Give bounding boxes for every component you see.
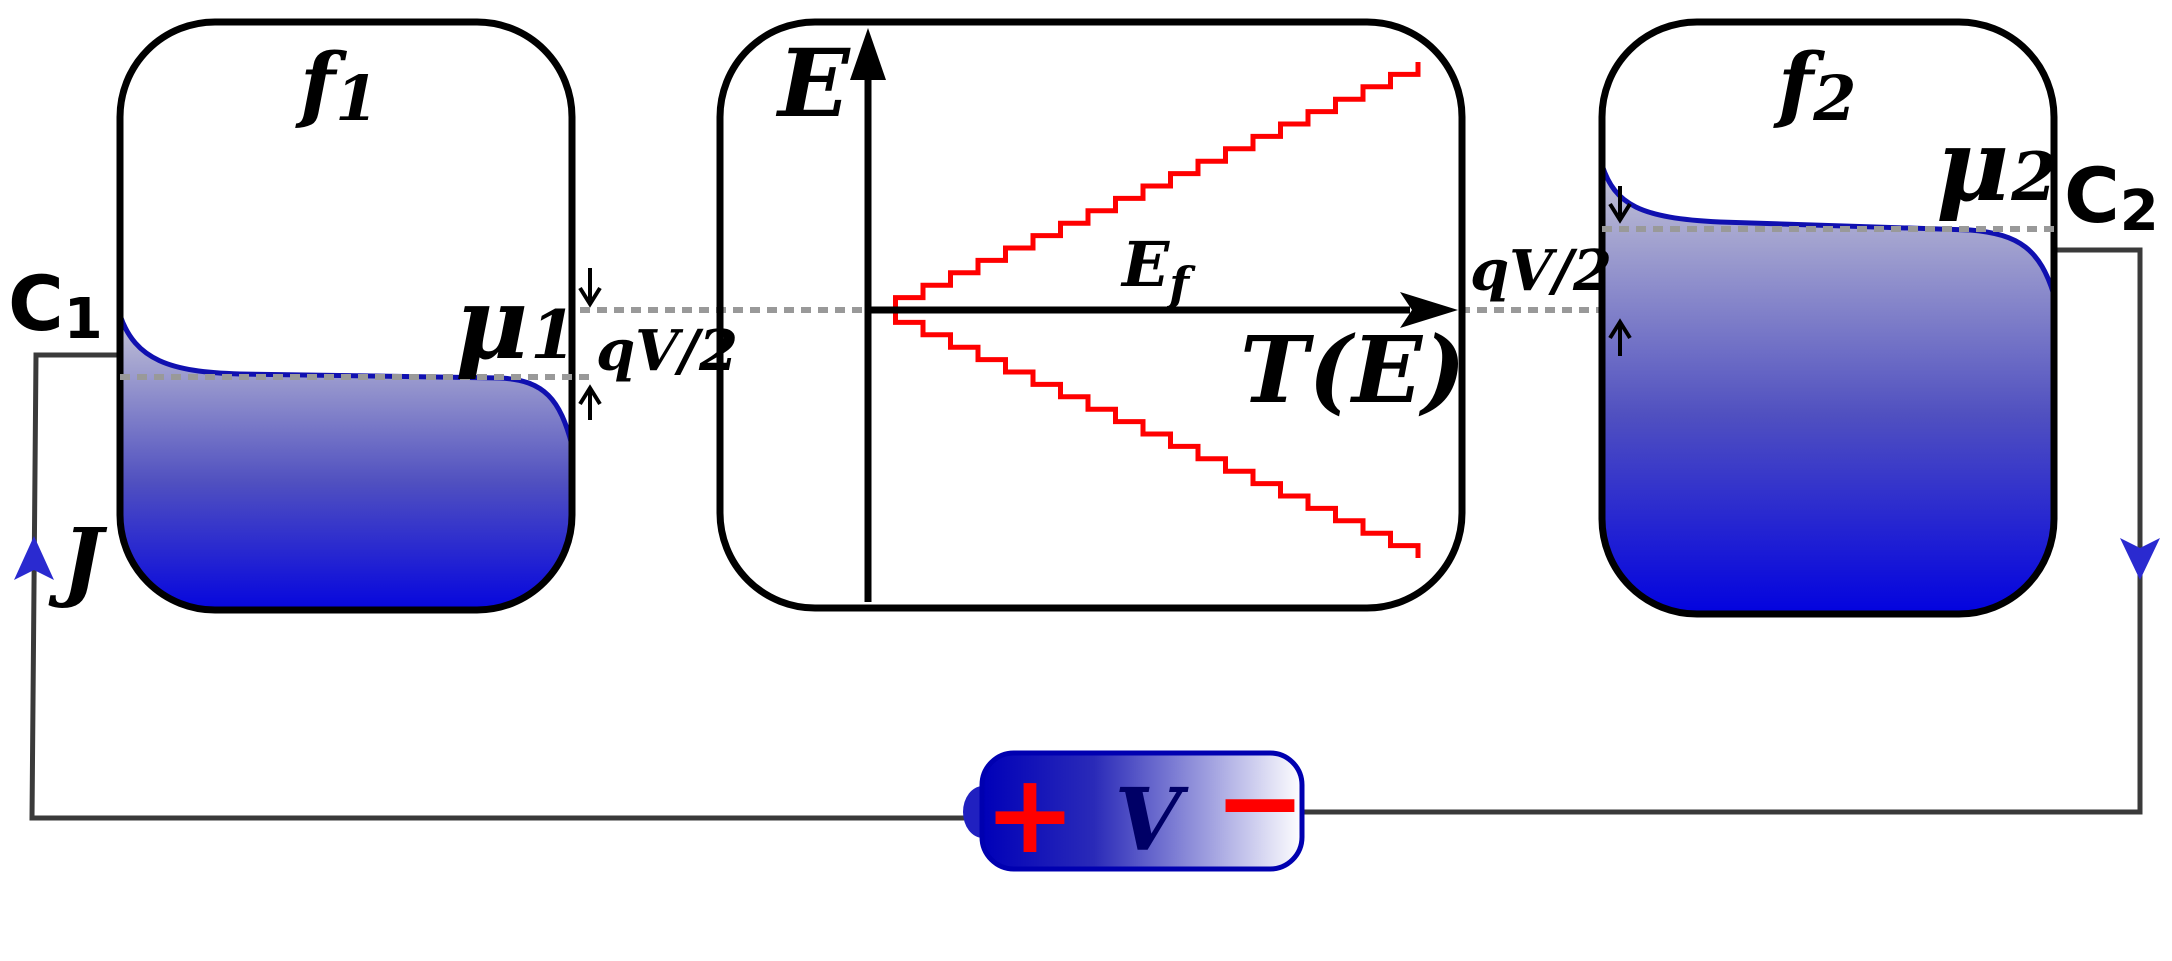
current-arrow-left xyxy=(14,536,54,580)
energy-axis-arrowhead xyxy=(850,28,886,80)
circuit-wires xyxy=(29,247,2143,821)
current-label: J xyxy=(48,510,108,611)
channel-box xyxy=(716,18,1466,612)
right-bias-arrow-down xyxy=(1608,186,1632,224)
left-filled-states xyxy=(120,315,572,610)
left-wire xyxy=(29,352,980,821)
right-reservoir-box xyxy=(1598,18,2058,618)
transmission-steps xyxy=(868,62,1421,558)
right-contact-label: C2 xyxy=(2064,151,2159,244)
battery-minus-sign: − xyxy=(1214,738,1306,866)
battery: + V − xyxy=(963,738,1306,878)
right-distribution-label: f2 xyxy=(1773,36,1856,135)
right-bias-label: qV/2 xyxy=(1470,238,1612,304)
transmission-upper-branch xyxy=(868,62,1421,313)
right-bias-arrow-up xyxy=(1608,318,1632,356)
transmission-axis-arrowhead xyxy=(1400,292,1458,328)
energy-axis-label: E xyxy=(775,29,851,139)
current-arrow-right xyxy=(2120,538,2160,580)
transmission-label: T(E) xyxy=(1240,316,1466,424)
channel: E Ef T(E) xyxy=(716,18,1466,612)
left-bias-label: qV/2 xyxy=(596,318,738,384)
left-chemical-potential-label: μ1 xyxy=(455,264,576,382)
battery-plus-sign: + xyxy=(984,750,1076,878)
right-wire xyxy=(1302,247,2143,815)
left-distribution-label: f1 xyxy=(295,36,378,135)
battery-body xyxy=(979,750,1305,872)
right-chemical-potential-label: μ2 xyxy=(1936,106,2057,224)
left-contact-label: C1 xyxy=(8,259,103,352)
left-fermi-curve xyxy=(120,314,572,446)
left-reservoir-box xyxy=(116,18,576,614)
left-bias-arrow-down xyxy=(578,268,602,308)
transmission-lower-branch xyxy=(868,307,1421,558)
fermi-energy-label: Ef xyxy=(1120,228,1196,311)
left-bias-arrow-up xyxy=(578,384,602,420)
battery-voltage-label: V xyxy=(1115,770,1190,871)
right-filled-states xyxy=(1602,165,2054,614)
right-contact: f2 μ2 C2 qV/2 xyxy=(1470,18,2159,618)
left-contact: f1 μ1 C1 qV/2 xyxy=(8,18,738,614)
